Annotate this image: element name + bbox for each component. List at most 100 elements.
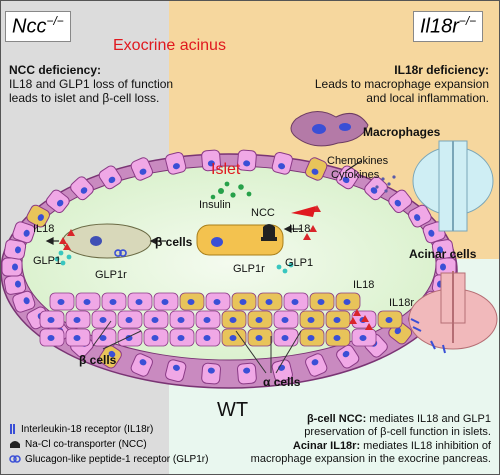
beta-cell-left [62, 223, 152, 259]
il18r-receptor-right [410, 318, 446, 354]
wt-line-1-rest: mediates IL18 and GLP1 [366, 413, 491, 425]
beta-cell [143, 310, 169, 329]
ncc-deficiency-line2: leads to islet and β-cell loss. [9, 91, 160, 105]
glp1-dot [58, 250, 64, 256]
acinar-cell [98, 165, 122, 190]
glp1-dots [54, 250, 294, 274]
exocrine-acinus-label: Exocrine acinus [113, 37, 226, 54]
beta-cell [169, 310, 195, 329]
beta-cell [127, 292, 153, 311]
alpha-cell [231, 292, 257, 311]
glp1-dot [66, 254, 72, 260]
alpha-cell [299, 310, 325, 329]
glp1-dot [276, 264, 282, 270]
legend-text-ncc: Na-Cl co-transporter (NCC) [25, 438, 147, 450]
beta-cell-right-nucleus [211, 237, 223, 247]
beta-cell [153, 292, 179, 311]
il18-triangle [313, 205, 321, 212]
beta-cells-mid-label: β cells [155, 235, 193, 249]
legend-row-il18r: Interleukin-18 receptor (IL18r) [9, 423, 153, 435]
il18-triangle [303, 233, 311, 240]
wt-line-1-bold: β-cell NCC: [306, 413, 367, 425]
beta-cell [117, 328, 143, 347]
alpha-cell [299, 328, 325, 347]
acinar-cell [201, 362, 221, 385]
il18r-title-sup: −/− [458, 14, 477, 28]
il18-left-label: IL18 [33, 223, 55, 235]
acinar-cell [336, 165, 360, 190]
ncc-deficiency-line1: IL18 and GLP1 loss of function [9, 77, 174, 91]
alpha-cell [195, 310, 221, 329]
acinar-cell [3, 239, 27, 260]
il18-triangle [59, 237, 67, 244]
beta-cell [49, 292, 75, 311]
legend-text-il18r: Interleukin-18 receptor (IL18r) [21, 423, 154, 435]
acinar-cell [45, 189, 70, 214]
wt-line-3-rest: mediates IL18 inhibition of [360, 440, 491, 452]
beta-cell [91, 310, 117, 329]
alpha-cell [179, 292, 205, 311]
arrows [45, 160, 362, 245]
il18-triangle [353, 309, 361, 316]
ncc-transporter-icon [261, 224, 277, 241]
il18-lower-label: IL18 [353, 279, 375, 291]
acinar-cell [407, 204, 432, 228]
il18-triangle [349, 317, 357, 324]
glp1r-right-label: GLP1r [233, 263, 265, 275]
acinar-cell-ring [1, 149, 457, 385]
il18-triangle [309, 225, 317, 232]
acinar-cell [12, 221, 36, 244]
alpha-cell [247, 310, 273, 329]
il18r-label: IL18r [389, 297, 415, 309]
alpha-cell [273, 328, 299, 347]
acinar-cell [431, 239, 455, 260]
il18r-genotype-title: Il18r−/− [413, 11, 484, 42]
glp1-right-label: GLP1 [285, 257, 314, 269]
beta-cell [65, 328, 91, 347]
beta-cell [75, 292, 101, 311]
macrophage-cluster [290, 111, 369, 147]
wt-line-3-bold: Acinar IL18r: [292, 440, 361, 452]
acinar-cell [3, 274, 27, 295]
acinar-cell [388, 189, 413, 214]
macrophages-label: Macrophages [363, 125, 441, 139]
wt-line-2-rest: preservation of β-cell function in islet… [304, 426, 491, 438]
glp1-left-label: GLP1 [33, 255, 62, 267]
acinar-cell [26, 204, 51, 228]
il18r-deficiency-line1: Leads to macrophage expansion [314, 77, 489, 91]
beta-cell [39, 328, 65, 347]
wt-line-2: preservation of β-cell function in islet… [304, 426, 491, 438]
wt-line-4-rest: macrophage expansion in the exocrine pan… [250, 453, 491, 465]
insulin-label: Insulin [199, 199, 231, 211]
alpha-cell [221, 328, 247, 347]
beta-cell-left-nucleus [90, 236, 102, 246]
il18r-deficiency-heading: IL18r deficiency: [394, 63, 489, 77]
alpha-cell [195, 328, 221, 347]
insulin-granules [210, 181, 252, 200]
ncc-label: NCC [251, 207, 275, 219]
acinar-cell [271, 151, 293, 175]
alpha-cell [335, 292, 361, 311]
ncc-title-sup: −/− [46, 14, 64, 28]
acinar-cell-cluster [408, 140, 498, 350]
il18r-receptor-icon [10, 424, 15, 434]
alpha-cell [247, 328, 273, 347]
acinar-cell [70, 176, 94, 201]
alpha-cell [221, 310, 247, 329]
islet-label: Islet [211, 161, 241, 178]
glp1-dot [288, 262, 294, 268]
acinar-cell [130, 157, 153, 181]
beta-cells-bottom-label: β cells [79, 353, 117, 367]
il18r-deficiency-line2: and local inflammation. [366, 91, 489, 105]
acinar-cell [237, 149, 257, 172]
wt-line-4: macrophage expansion in the exocrine pan… [251, 453, 491, 465]
acinar-cell [237, 362, 257, 385]
beta-cell [91, 328, 117, 347]
wt-line-3: Acinar IL18r: mediates IL18 inhibition o… [293, 440, 491, 452]
glp1-dot [282, 268, 288, 274]
acinar-cell [130, 353, 153, 377]
beta-cell-right [196, 224, 284, 256]
acinar-cell [1, 257, 23, 277]
